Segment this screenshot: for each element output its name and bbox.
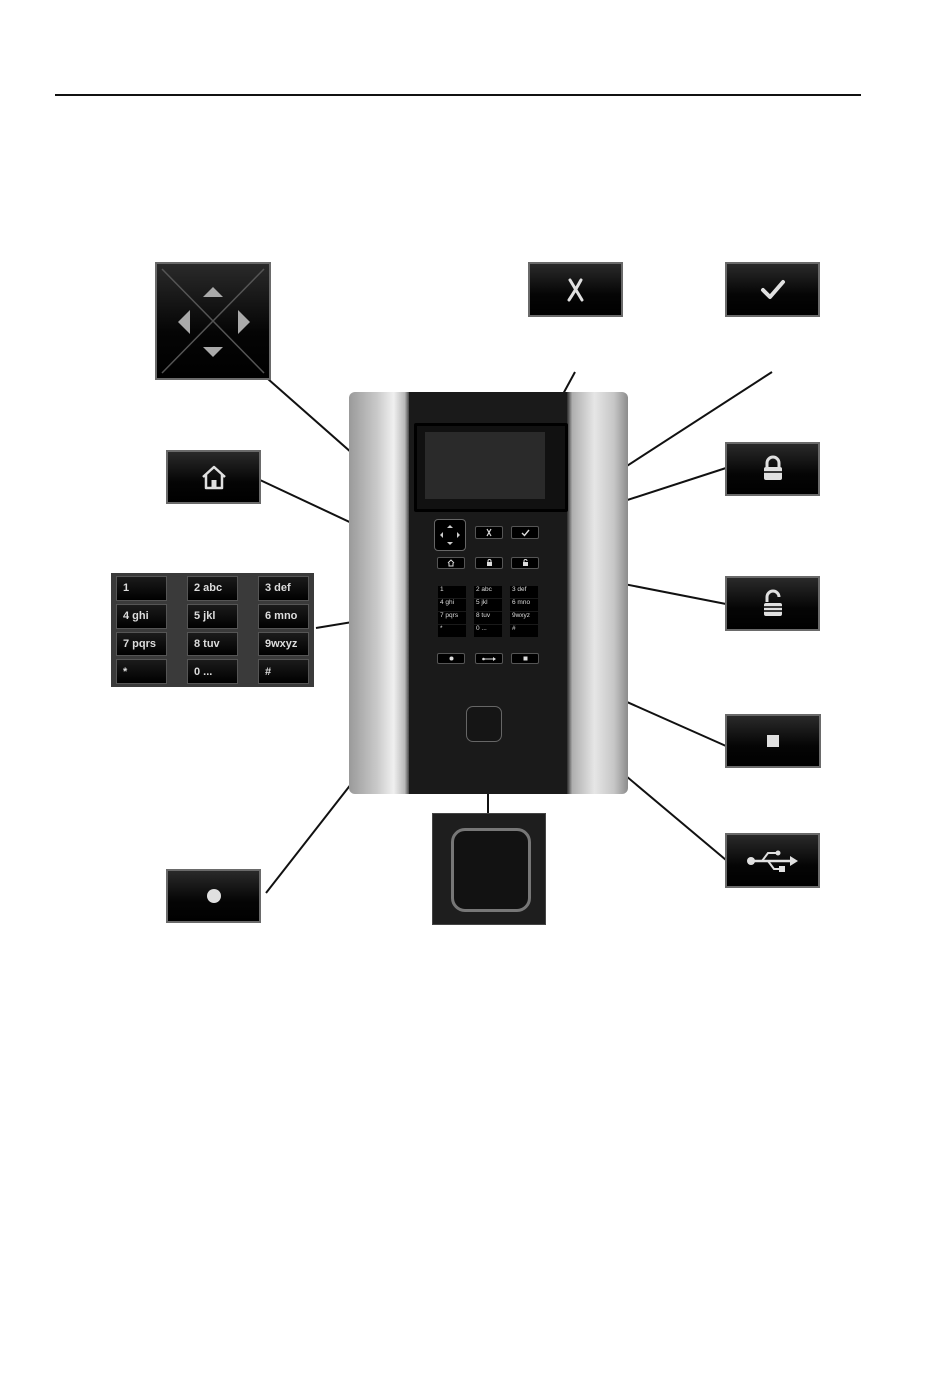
device-key: 1 [438,586,466,598]
device-key: 8 tuv [474,612,502,624]
stop-key-tile [725,714,821,768]
key: 1 [116,576,167,601]
key: 6 mno [258,604,309,629]
reader-callout [432,813,546,925]
device-key: 0 ... [474,625,502,637]
cancel-x-icon [561,275,591,305]
home-key-tile [166,450,261,504]
device-key: 5 jkl [474,599,502,611]
home-icon [447,559,455,567]
device-key: # [510,625,538,637]
key: 7 pqrs [116,632,167,657]
device-display [414,423,568,512]
checkmark-icon [521,529,530,537]
cancel-x-icon [485,528,493,537]
key: 2 abc [187,576,238,601]
display-area [425,432,545,499]
arm-key-tile [725,442,820,496]
dot-icon [206,888,222,904]
cancel-key-tile [528,262,623,317]
navigation-key-tile [155,262,271,380]
device-key: 9wxyz [510,612,538,624]
dot-icon [449,656,454,661]
device-confirm-key [511,526,539,539]
device-key: 3 def [510,586,538,598]
key: 9wxyz [258,632,309,657]
dot-key-tile [166,869,261,923]
key: 3 def [258,576,309,601]
lock-closed-icon [760,455,786,483]
proximity-reader-icon [451,828,531,912]
usb-key-tile [725,833,820,888]
key: 8 tuv [187,632,238,657]
device-key: 2 abc [474,586,502,598]
checkmark-icon [758,275,788,305]
device-key: 6 mno [510,599,538,611]
device-disarm-key [511,557,539,569]
lock-closed-icon [486,559,493,567]
key: * [116,659,167,684]
disarm-key-tile [725,576,820,631]
key: 5 jkl [187,604,238,629]
key: # [258,659,309,684]
lock-open-icon [522,559,529,567]
lock-open-icon [760,589,786,619]
navigation-arrows-icon [158,265,268,377]
key: 0 ... [187,659,238,684]
device-key: * [438,625,466,637]
device-stop-key [511,653,539,664]
key: 4 ghi [116,604,167,629]
stop-square-icon [765,733,781,749]
home-icon [199,463,229,491]
device-dot-key [437,653,465,664]
device-key: 4 ghi [438,599,466,611]
device-home-key [437,557,465,569]
device-cancel-key [475,526,503,539]
navigation-arrows-icon [435,520,465,550]
device-usb-key [475,653,503,664]
device-proximity-reader [466,706,502,742]
keypad-callout: 1 2 abc 3 def 4 ghi 5 jkl 6 mno 7 pqrs 8… [111,573,314,687]
device-arm-key [475,557,503,569]
usb-icon [746,849,800,873]
usb-icon [482,656,496,662]
stop-square-icon [523,656,528,661]
device-navigation-key [434,519,466,551]
alarm-panel-device: 1 2 abc 3 def 4 ghi 5 jkl 6 mno 7 pqrs 8… [349,392,628,794]
confirm-key-tile [725,262,820,317]
device-keypad: 1 2 abc 3 def 4 ghi 5 jkl 6 mno 7 pqrs 8… [438,586,538,637]
device-key: 7 pqrs [438,612,466,624]
